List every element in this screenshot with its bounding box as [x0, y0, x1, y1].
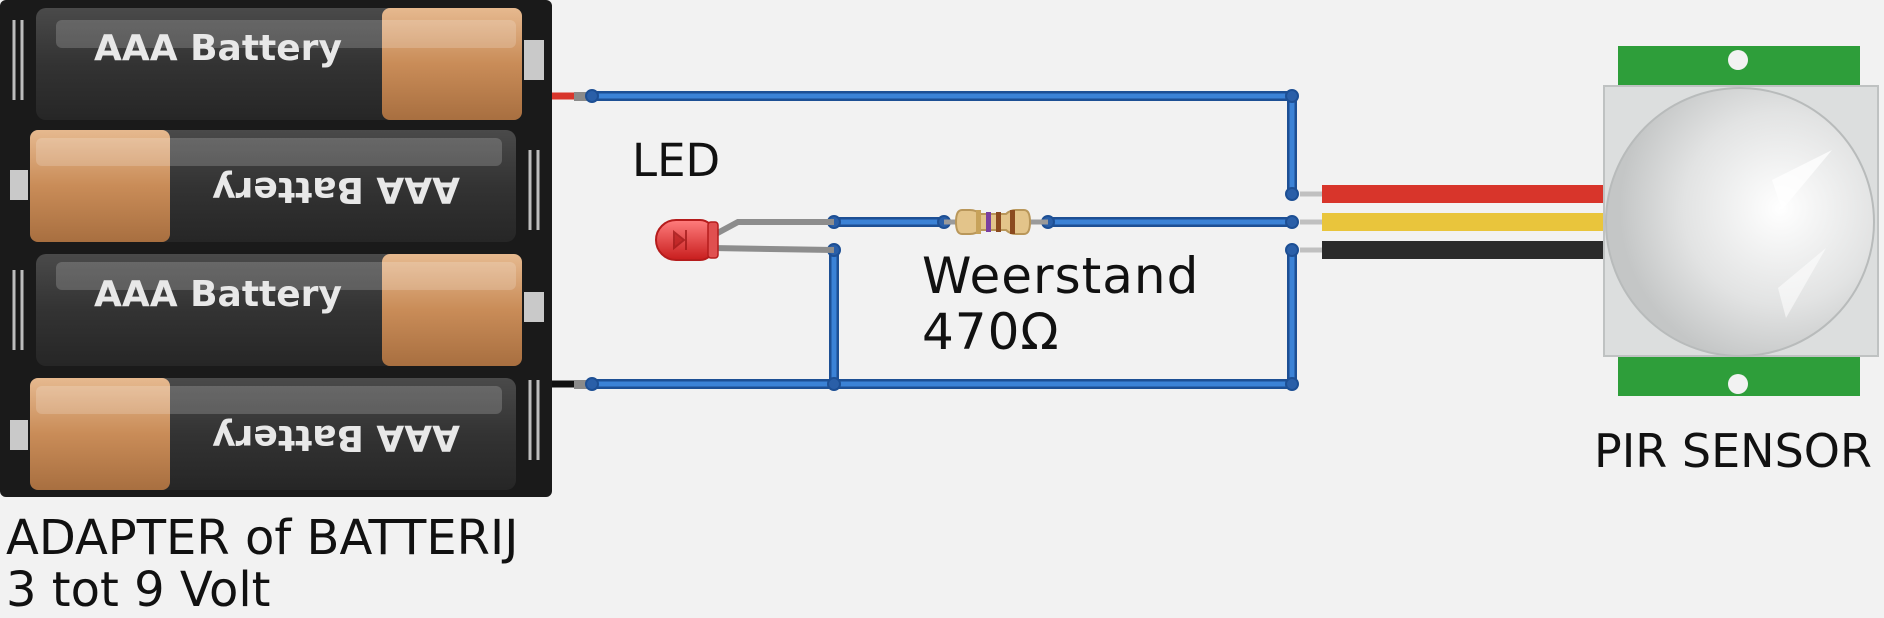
- battery-cell-3: AAA Battery: [36, 254, 522, 366]
- led-leg-anode: [710, 219, 834, 239]
- spring-contacts: [12, 20, 540, 460]
- pir-wire-black: [1322, 241, 1606, 259]
- pir-sensor-label: PIR SENSOR: [1594, 424, 1872, 478]
- led-label: LED: [632, 134, 721, 187]
- battery-label: ADAPTER of BATTERIJ 3 tot 9 Volt: [6, 512, 518, 616]
- resistor-label-name: Weerstand: [922, 247, 1200, 305]
- battery-holder-body: [0, 0, 552, 497]
- pir-mount-hole-bottom: [1728, 374, 1748, 394]
- resistor-label-value: 470Ω: [922, 303, 1060, 361]
- battery-cell-4: AAA Battery: [30, 378, 516, 490]
- battery-holder: AAA Battery AAA Battery AAA Battery: [0, 0, 592, 497]
- battery-cell-label: AAA Battery: [94, 274, 342, 315]
- contact-right-3: [524, 292, 544, 322]
- led: [654, 219, 835, 261]
- led-leg-cathode: [711, 245, 835, 253]
- battery-cell-label: AAA Battery: [212, 169, 460, 210]
- pir-wire-yellow: [1322, 213, 1606, 231]
- pir-wire-red: [1322, 185, 1606, 203]
- contact-left-4: [10, 420, 28, 450]
- pir-mount-hole-top: [1728, 50, 1748, 70]
- battery-label-voltage: 3 tot 9 Volt: [6, 562, 271, 618]
- battery-cell-1: AAA Battery: [36, 8, 522, 120]
- wires: [585, 89, 1299, 391]
- resistor: [944, 209, 1048, 235]
- battery-cell-label: AAA Battery: [212, 417, 460, 458]
- battery-cell-2: AAA Battery: [30, 130, 516, 242]
- battery-cell-label: AAA Battery: [94, 28, 342, 69]
- terminal-top: [524, 40, 544, 80]
- resistor-body: [954, 209, 1032, 235]
- resistor-label: Weerstand 470Ω: [922, 248, 1199, 360]
- pir-dome: [1605, 87, 1875, 357]
- pir-sensor: [1603, 46, 1879, 396]
- pir-cable: [1300, 185, 1606, 259]
- contact-left-2: [10, 170, 28, 200]
- battery-label-title: ADAPTER of BATTERIJ: [6, 510, 519, 566]
